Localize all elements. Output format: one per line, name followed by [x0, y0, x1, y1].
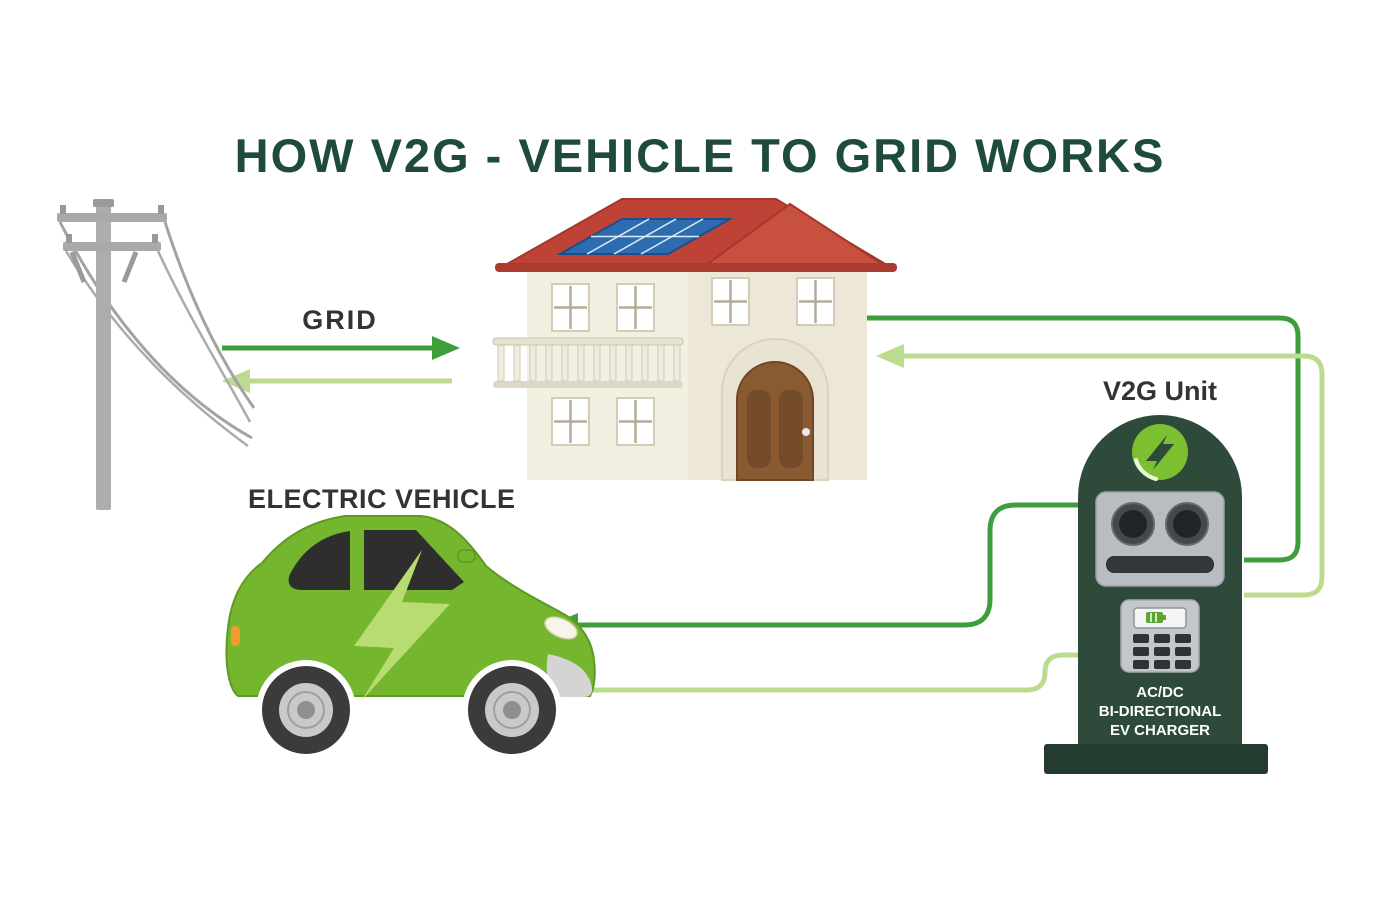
- keypad: [1133, 634, 1191, 669]
- charger-caption-line3: EV CHARGER: [1109, 722, 1210, 739]
- window-upper-left-2: [616, 283, 655, 332]
- electric-vehicle-label: ELECTRIC VEHICLE: [248, 484, 516, 514]
- battery-icon: [1146, 612, 1166, 623]
- line-car-to-unit: [560, 652, 1080, 693]
- window-lower-left-2: [616, 397, 655, 446]
- power-line: [163, 221, 256, 409]
- insulator: [60, 205, 66, 214]
- car-front-window: [364, 530, 464, 590]
- door-panel: [747, 390, 771, 468]
- insulator: [66, 234, 72, 243]
- line-house-to-unit: [860, 315, 1301, 563]
- side-mirror: [457, 549, 476, 563]
- arrowhead-grid-to-house: [432, 336, 460, 360]
- insulator: [158, 205, 164, 214]
- window-upper-right-1: [711, 277, 750, 326]
- electric-vehicle-car: [225, 515, 596, 760]
- power-flow-arrows: [222, 315, 1325, 693]
- balcony: [492, 337, 684, 388]
- arrowhead-unit-to-house: [876, 344, 904, 368]
- v2g-charger-unit: [1044, 415, 1268, 774]
- charger-caption: AC/DC BI-DIRECTIONAL EV CHARGER: [1078, 683, 1242, 740]
- power-line: [64, 250, 249, 448]
- line-unit-to-house: [902, 353, 1325, 598]
- lightning-bolt-icon: [354, 550, 450, 700]
- window-lower-left-1: [551, 397, 590, 446]
- car-rear-window: [288, 531, 350, 590]
- tail-light: [231, 626, 240, 646]
- crossarm: [57, 213, 167, 222]
- front-bumper: [546, 654, 593, 697]
- crossarm: [63, 242, 161, 251]
- socket-panel: [1095, 491, 1225, 587]
- charger-base: [1044, 744, 1268, 774]
- front-wheel: [468, 666, 556, 754]
- power-line: [156, 250, 252, 423]
- control-panel: [1120, 599, 1200, 673]
- pole-brace: [69, 251, 87, 283]
- line-unit-to-car: [574, 502, 1080, 628]
- cable-slot: [1106, 556, 1214, 573]
- pole-brace: [121, 251, 139, 283]
- v2g-unit-label: V2G Unit: [1102, 376, 1217, 406]
- window-upper-right-2: [796, 277, 835, 326]
- door-panel: [779, 390, 803, 468]
- solar-panel: [556, 218, 734, 255]
- lightning-circle-icon: [1132, 424, 1188, 481]
- page-title: HOW V2G - VEHICLE TO GRID WORKS: [234, 129, 1166, 182]
- pole-mast: [96, 205, 111, 510]
- pole-cap: [93, 199, 114, 207]
- charger-caption-line1: AC/DC: [1136, 684, 1184, 701]
- window-upper-left-1: [551, 283, 590, 332]
- charger-caption-line2: BI-DIRECTIONAL: [1098, 703, 1222, 720]
- rear-wheel: [262, 666, 350, 754]
- roof-fascia: [495, 263, 897, 272]
- insulator: [152, 234, 158, 243]
- grid-label: GRID: [302, 305, 378, 335]
- house: [492, 198, 897, 481]
- door-knob: [802, 428, 810, 436]
- power-line: [58, 221, 253, 440]
- utility-pole: [57, 199, 256, 510]
- headlight: [544, 616, 578, 640]
